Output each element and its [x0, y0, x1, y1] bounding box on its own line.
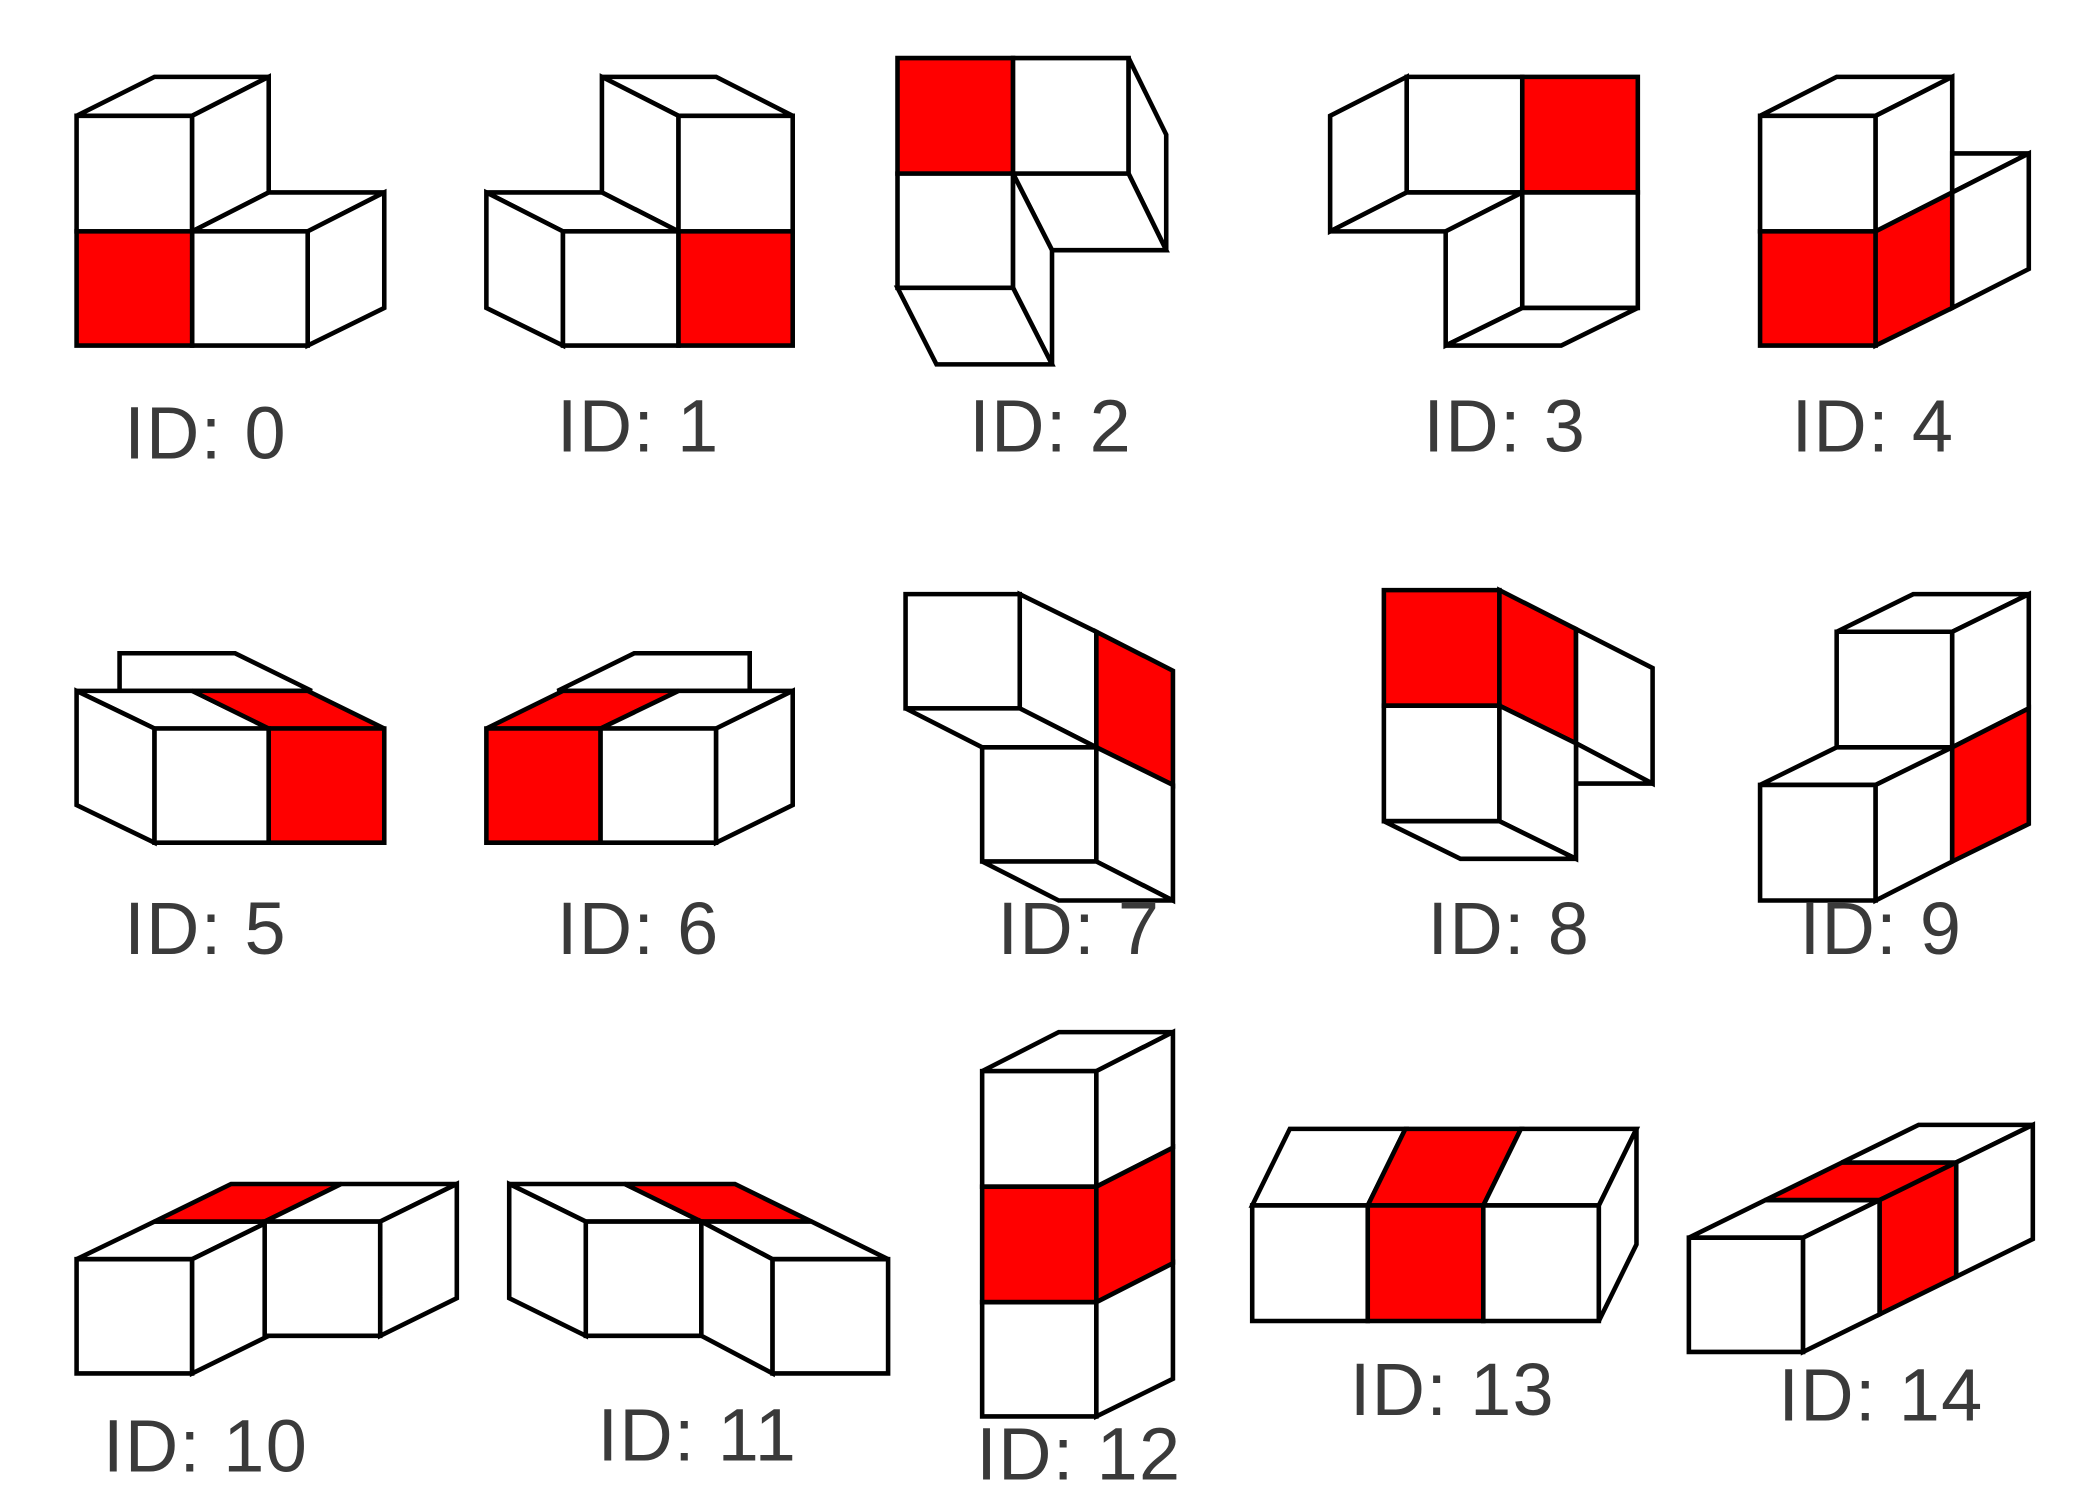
red-cube-face	[74, 229, 195, 348]
cube-face	[556, 650, 752, 694]
red-cube-face	[895, 55, 1016, 176]
figure-label: ID: 8	[1427, 887, 1590, 970]
red-cube-face	[1365, 1203, 1486, 1324]
red-cube-face	[676, 229, 795, 348]
cube-face	[1382, 818, 1578, 862]
figure-label: ID: 11	[597, 1394, 797, 1477]
cube-face	[903, 591, 1023, 711]
cube-face	[979, 1068, 1099, 1189]
red-cube-face	[979, 1184, 1099, 1305]
cube-face	[1596, 1127, 1639, 1323]
figure-1	[484, 73, 795, 350]
figure-label: ID: 1	[557, 385, 720, 468]
figure-label: ID: 12	[976, 1413, 1181, 1496]
cube-face	[676, 113, 795, 234]
figure-3	[1327, 73, 1641, 350]
cube-face	[1444, 305, 1639, 348]
figure-label: ID: 9	[1800, 887, 1963, 970]
cube-face	[1010, 55, 1131, 176]
cube-face	[713, 687, 795, 847]
figure-label: ID: 10	[103, 1404, 308, 1487]
red-cube-face	[1873, 188, 1955, 350]
figure-label: ID: 7	[998, 887, 1161, 970]
cube-face	[893, 285, 1056, 367]
cube-face	[1519, 190, 1641, 311]
red-cube-face	[484, 726, 603, 845]
cube-face	[1834, 629, 1955, 750]
red-cube-face	[1757, 229, 1878, 348]
figure-0	[74, 73, 387, 350]
cube-face	[1094, 1259, 1176, 1421]
red-cube-face	[1949, 704, 2032, 866]
cube-face	[979, 745, 1099, 864]
figure-8	[1381, 586, 1655, 863]
cube-face	[1249, 1203, 1371, 1324]
cube-face	[74, 1256, 195, 1376]
figure-label: ID: 3	[1423, 385, 1586, 468]
cube-face	[1686, 1235, 1806, 1355]
figure-label: ID: 2	[969, 385, 1132, 468]
figure-14	[1686, 1121, 2036, 1356]
figure-6	[484, 650, 795, 847]
cube-face	[895, 171, 1016, 291]
figure-label: ID: 5	[124, 887, 287, 970]
cube-face	[1404, 74, 1525, 195]
figure-13	[1248, 1126, 1641, 1324]
red-cube-face	[1381, 587, 1502, 708]
figure-4	[1757, 73, 2032, 350]
figure-label: ID: 0	[124, 391, 287, 474]
figure-label: ID: 6	[557, 887, 720, 970]
cube-face	[979, 1299, 1099, 1419]
figure-7	[903, 590, 1176, 905]
figure-9	[1757, 590, 2032, 905]
cube-face	[560, 229, 681, 348]
cube-face	[981, 859, 1174, 903]
figure-5	[74, 650, 387, 847]
cube-face	[377, 1180, 460, 1340]
cube-face	[117, 650, 313, 694]
figure-label: ID: 14	[1778, 1353, 1983, 1436]
cube-face	[74, 113, 195, 234]
cube-face	[1757, 113, 1878, 234]
figure-2	[893, 55, 1170, 367]
cube-face	[152, 726, 271, 845]
cube-face	[770, 1256, 891, 1376]
cube-face	[1381, 703, 1502, 824]
figure-11	[506, 1180, 891, 1378]
cube-face	[1757, 782, 1878, 903]
figure-10	[74, 1180, 460, 1378]
red-cube-face	[266, 726, 387, 845]
figure-12	[979, 1028, 1176, 1421]
cube-face	[583, 1219, 704, 1339]
cube-face	[262, 1219, 383, 1339]
cube-face	[598, 726, 719, 845]
figure-label: ID: 4	[1792, 385, 1955, 468]
cube-face	[1953, 1121, 2036, 1281]
figure-label: ID: 13	[1350, 1348, 1555, 1431]
cube-face	[1481, 1203, 1602, 1324]
cube-face	[189, 229, 310, 348]
red-cube-face	[1519, 74, 1641, 195]
